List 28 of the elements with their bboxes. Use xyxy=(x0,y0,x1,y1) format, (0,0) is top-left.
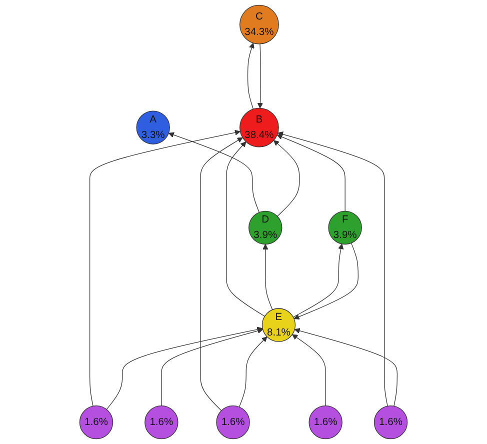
arrow xyxy=(168,132,260,213)
arrow xyxy=(262,244,273,310)
arrow xyxy=(247,42,254,110)
node-circle: E 8.1% xyxy=(262,308,296,342)
arrow xyxy=(292,244,344,318)
arrow xyxy=(278,132,388,406)
node-circle: F 3.9% xyxy=(328,210,362,245)
node-circle: 1.6% xyxy=(308,405,342,440)
arrow xyxy=(238,336,268,408)
arrow xyxy=(106,326,263,410)
node-circle: A 3.3% xyxy=(136,110,170,144)
arrow xyxy=(161,328,264,406)
node-circle: D 3.9% xyxy=(248,210,282,245)
arrow xyxy=(274,140,300,217)
node-circle: C 34.3% xyxy=(239,4,279,44)
node-circle: B 38.4% xyxy=(239,108,279,148)
node-circle: 1.6% xyxy=(374,405,408,440)
arrow xyxy=(294,242,358,320)
arrow xyxy=(200,137,243,411)
node-circle: 1.6% xyxy=(144,405,178,440)
arrow xyxy=(257,44,263,108)
node-circle: 1.6% xyxy=(79,405,114,440)
arrow xyxy=(276,134,346,212)
arrow xyxy=(226,142,265,317)
arrow xyxy=(90,130,240,406)
arrow xyxy=(294,328,398,406)
arrow xyxy=(292,334,326,406)
node-circle: 1.6% xyxy=(216,405,250,440)
